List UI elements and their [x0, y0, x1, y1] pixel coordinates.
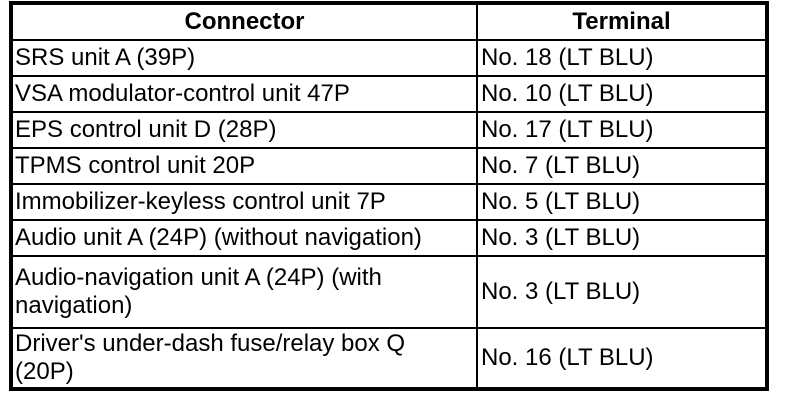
- connector-cell: SRS unit A (39P): [10, 39, 478, 77]
- terminal-cell: No. 18 (LT BLU): [476, 39, 768, 77]
- connector-terminal-table: Connector Terminal SRS unit A (39P) No. …: [9, 1, 769, 391]
- connector-cell: Immobilizer-keyless control unit 7P: [10, 183, 478, 221]
- table-row: Audio unit A (24P) (without navigation) …: [10, 219, 768, 257]
- terminal-cell: No. 3 (LT BLU): [476, 219, 768, 257]
- terminal-cell: No. 5 (LT BLU): [476, 183, 768, 221]
- connector-cell: TPMS control unit 20P: [10, 147, 478, 185]
- column-header-connector: Connector: [10, 2, 478, 41]
- terminal-cell: No. 17 (LT BLU): [476, 111, 768, 149]
- terminal-cell: No. 10 (LT BLU): [476, 75, 768, 113]
- table-row: Driver's under-dash fuse/relay box Q (20…: [10, 327, 768, 390]
- table-row: Audio-navigation unit A (24P) (with navi…: [10, 255, 768, 329]
- column-header-terminal: Terminal: [476, 2, 768, 41]
- connector-cell: Driver's under-dash fuse/relay box Q (20…: [10, 327, 478, 390]
- terminal-cell: No. 7 (LT BLU): [476, 147, 768, 185]
- terminal-cell: No. 3 (LT BLU): [476, 255, 768, 329]
- connector-cell: Audio unit A (24P) (without navigation): [10, 219, 478, 257]
- table-row: Immobilizer-keyless control unit 7P No. …: [10, 183, 768, 221]
- table-row: VSA modulator-control unit 47P No. 10 (L…: [10, 75, 768, 113]
- connector-cell: Audio-navigation unit A (24P) (with navi…: [10, 255, 478, 329]
- connector-cell: VSA modulator-control unit 47P: [10, 75, 478, 113]
- table-header-row: Connector Terminal: [10, 2, 768, 41]
- table-row: SRS unit A (39P) No. 18 (LT BLU): [10, 39, 768, 77]
- table-row: TPMS control unit 20P No. 7 (LT BLU): [10, 147, 768, 185]
- terminal-cell: No. 16 (LT BLU): [476, 327, 768, 390]
- connector-cell: EPS control unit D (28P): [10, 111, 478, 149]
- table-row: EPS control unit D (28P) No. 17 (LT BLU): [10, 111, 768, 149]
